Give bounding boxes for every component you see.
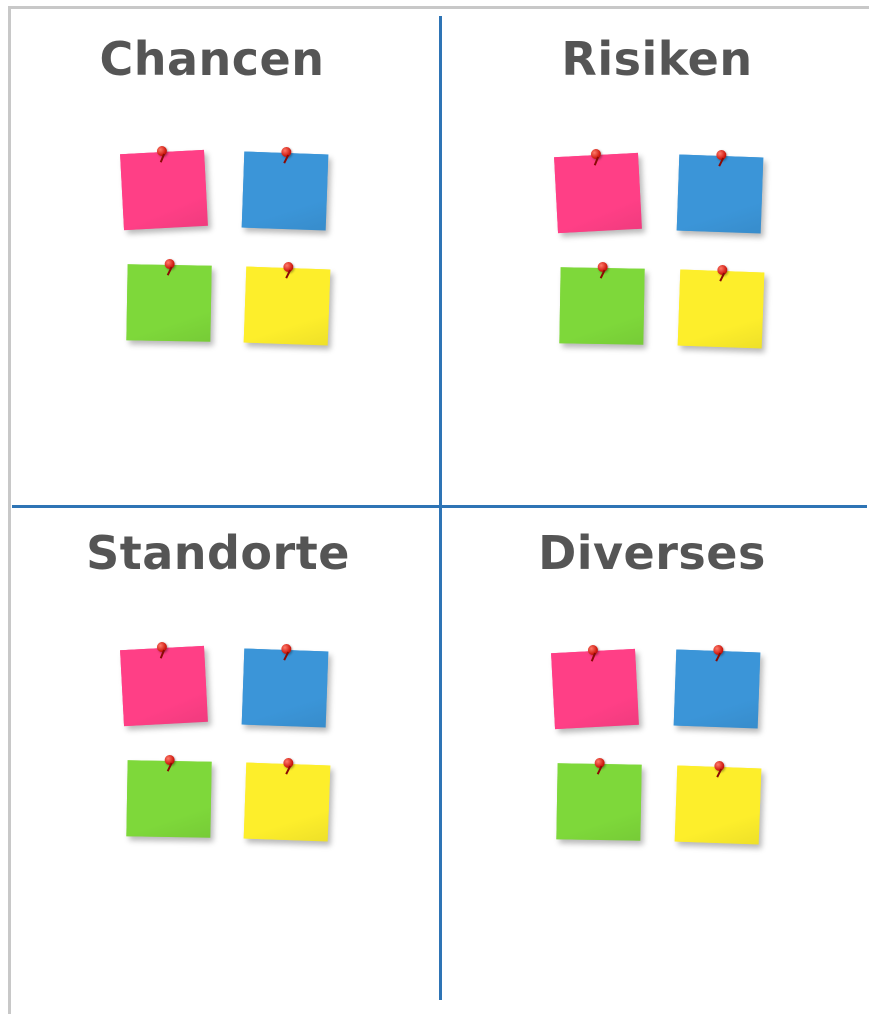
sticky-note-blue <box>676 149 764 234</box>
note-paper <box>120 149 208 231</box>
sticky-note-green <box>559 261 645 345</box>
sticky-note-green <box>556 757 642 841</box>
sticky-note-blue <box>673 644 761 729</box>
note-paper <box>559 267 645 345</box>
quadrant-title-risiken: Risiken <box>561 32 753 86</box>
note-paper <box>126 264 212 342</box>
vertical-divider <box>439 16 442 1000</box>
horizontal-divider <box>12 505 867 508</box>
sticky-note-yellow <box>243 261 331 346</box>
note-paper <box>120 645 208 727</box>
sticky-note-blue <box>241 146 329 231</box>
sticky-note-yellow <box>674 760 762 845</box>
note-paper <box>556 763 642 841</box>
frame-top-border <box>8 6 869 9</box>
quadrant-title-chancen: Chancen <box>99 32 325 86</box>
sticky-note-green <box>126 258 212 342</box>
note-paper <box>551 648 639 730</box>
sticky-note-pink <box>554 148 642 234</box>
sticky-note-yellow <box>243 757 331 842</box>
sticky-note-pink <box>120 145 208 231</box>
frame-left-border <box>8 6 11 1014</box>
note-paper <box>554 152 642 234</box>
sticky-note-pink <box>120 641 208 727</box>
sticky-note-yellow <box>677 264 765 349</box>
sticky-note-pink <box>551 644 639 730</box>
quadrant-title-diverses: Diverses <box>538 526 766 580</box>
sticky-note-blue <box>241 643 329 728</box>
note-paper <box>126 760 212 838</box>
quadrant-title-standorte: Standorte <box>86 526 350 580</box>
sticky-note-green <box>126 754 212 838</box>
